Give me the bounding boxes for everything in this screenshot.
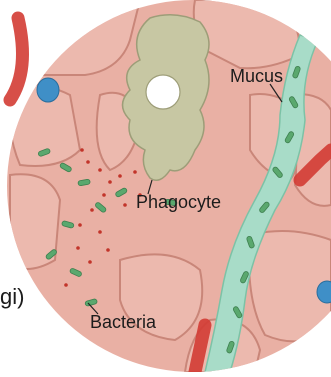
phagocyte-label: Phagocyte: [136, 192, 221, 212]
nucleus-left: [37, 78, 59, 102]
watermark-stroke-left: [10, 18, 23, 100]
phagocyte-vacuole: [146, 75, 180, 109]
mucus-label: Mucus: [230, 66, 283, 86]
bacteria-label: Bacteria: [90, 312, 156, 332]
left-fragment-label: gi): [0, 285, 24, 309]
